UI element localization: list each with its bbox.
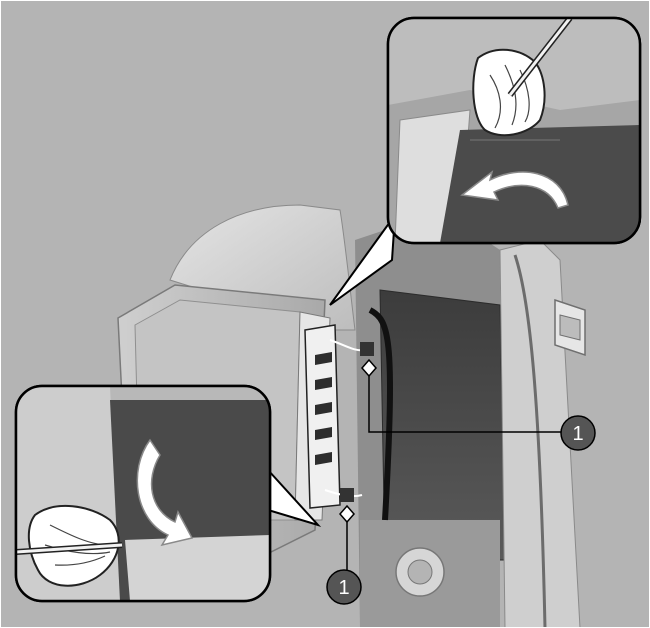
curved-arrow-icon — [460, 170, 569, 209]
callout-number: 1 — [572, 423, 583, 445]
callout-number: 1 — [338, 577, 349, 599]
curved-arrow-icon — [136, 438, 194, 547]
callout-badge-upper: 1 — [560, 415, 596, 451]
upper-clip — [360, 342, 374, 356]
inset-top-right — [329, 16, 642, 306]
lower-clip — [340, 488, 354, 502]
vehicle-body — [169, 204, 586, 628]
callout-badge-lower: 1 — [326, 569, 362, 605]
callout-leaders — [346, 370, 568, 580]
inset-bottom-left — [14, 384, 322, 603]
callout-diamonds — [339, 358, 377, 524]
